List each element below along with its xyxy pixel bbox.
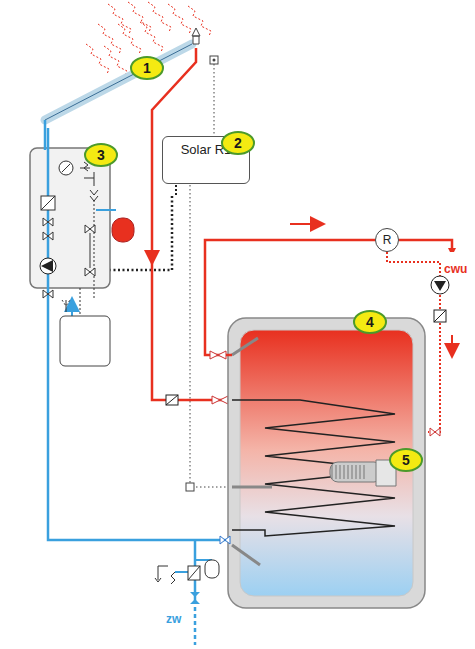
inlet-label: zw [166,612,181,626]
mixing-valve: R [375,228,399,252]
outlet-label: cwu [444,262,467,276]
callout-number: 4 [366,314,374,330]
callout-number: 4 [353,310,387,334]
callout-number: 1 [130,56,164,80]
callout-number: 1 [143,60,151,76]
callout-number: 2 [234,135,242,151]
node-label: R [383,233,392,247]
callout-number: 3 [97,147,105,163]
callout-number: 3 [84,143,118,167]
callout-number: 5 [402,452,410,468]
callout-number: 5 [389,448,423,472]
callout-number: 2 [221,131,255,155]
